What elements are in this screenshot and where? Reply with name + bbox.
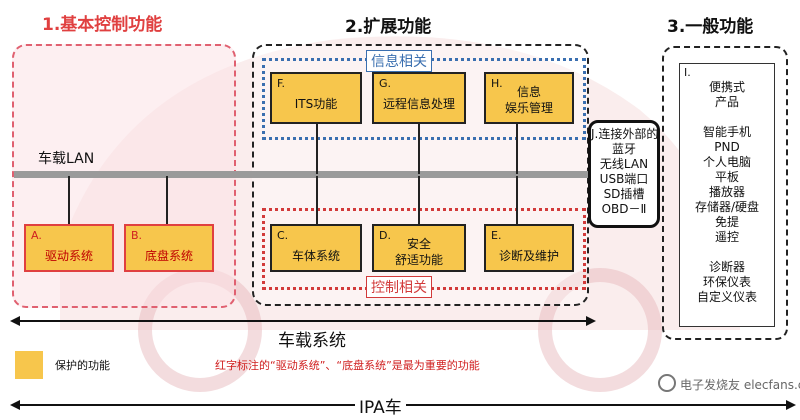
legend-protected-swatch <box>15 351 43 379</box>
general-item: 自定义仪表 <box>696 290 757 304</box>
general-spacer <box>680 245 774 260</box>
vehicle-system-label: 车载系统 <box>278 331 346 351</box>
function-box-g: G. 远程信息处理 <box>372 72 466 124</box>
general-item: 播放器 <box>708 185 745 199</box>
function-letter: E. <box>491 229 502 242</box>
function-box-c: C. 车体系统 <box>270 224 362 272</box>
external-line: J.连接外部的 <box>591 127 659 142</box>
function-box-e: E. 诊断及维护 <box>484 224 574 272</box>
connector-a <box>68 176 70 226</box>
general-letter: I. <box>684 66 691 79</box>
external-connection-lines: J.连接外部的 蓝牙 无线LAN USB端口 SD插槽 OBD－Ⅱ <box>591 123 659 217</box>
general-item: 存储器/硬盘 <box>694 200 760 214</box>
external-line: OBD－Ⅱ <box>601 202 647 216</box>
arrow-head-right-icon <box>586 316 596 326</box>
external-line: USB端口 <box>599 172 649 186</box>
general-functions-list: I. 便携式 产品 智能手机 PND 个人电脑 平板 播放器 存储器/硬盘 免提… <box>679 63 775 327</box>
general-item: 免提 <box>714 215 739 229</box>
external-line: 蓝牙 <box>611 142 636 156</box>
general-item: 遥控 <box>714 230 739 244</box>
function-label: 底盘系统 <box>144 249 193 263</box>
watermark: 电子发烧友 elecfans.com <box>680 378 800 392</box>
ipa-car-label: IPA车 <box>355 393 406 418</box>
section-title-extended: 2.扩展功能 <box>345 17 432 37</box>
function-box-h: H. 信息 娱乐管理 <box>484 72 574 124</box>
function-letter: C. <box>277 229 289 242</box>
general-item: 个人电脑 <box>702 155 751 169</box>
arrow-head-left-icon <box>10 400 20 410</box>
function-label: ITS功能 <box>294 97 338 111</box>
function-label: 信息 娱乐管理 <box>504 85 553 115</box>
section-title-basic: 1.基本控制功能 <box>42 15 163 35</box>
external-line: SD插槽 <box>603 187 645 201</box>
general-item: 诊断器 <box>708 260 745 274</box>
function-letter: B. <box>131 229 143 242</box>
function-letter: D. <box>379 229 391 242</box>
function-box-b: B. 底盘系统 <box>124 224 214 272</box>
function-box-f: F. ITS功能 <box>270 72 362 124</box>
function-label: 诊断及维护 <box>498 249 559 263</box>
external-line: 无线LAN <box>599 157 649 171</box>
connector-c <box>316 176 318 226</box>
function-label: 驱动系统 <box>44 249 93 263</box>
function-letter: G. <box>379 77 392 90</box>
external-connection-box: J.连接外部的 蓝牙 无线LAN USB端口 SD插槽 OBD－Ⅱ <box>588 120 660 228</box>
function-letter: A. <box>31 229 42 242</box>
general-functions-region <box>662 46 788 340</box>
watermark-logo-icon <box>658 374 676 392</box>
general-item: 便携式 <box>708 80 745 94</box>
arrow-head-right-icon <box>786 400 796 410</box>
connector-b <box>166 176 168 226</box>
control-group-label: 控制相关 <box>366 276 432 298</box>
function-box-a: A. 驱动系统 <box>24 224 114 272</box>
arrow-head-left-icon <box>10 316 20 326</box>
legend-protected-label: 保护的功能 <box>55 359 110 372</box>
general-item: 平板 <box>714 170 739 184</box>
section-title-general: 3.一般功能 <box>667 17 754 37</box>
function-label: 安全 舒适功能 <box>394 237 443 267</box>
function-letter: F. <box>277 77 286 90</box>
importance-note: 红字标注的“驱动系统”、“底盘系统”是最为重要的功能 <box>215 359 480 372</box>
external-letter: J. <box>591 127 599 141</box>
general-item: 智能手机 <box>702 125 751 139</box>
connector-h <box>516 122 518 174</box>
connector-d <box>418 176 420 226</box>
function-letter: H. <box>491 77 503 90</box>
function-label: 远程信息处理 <box>382 97 455 111</box>
general-item: 产品 <box>714 95 739 109</box>
general-spacer <box>680 110 774 125</box>
function-box-d: D. 安全 舒适功能 <box>372 224 466 272</box>
connector-f <box>316 122 318 174</box>
connector-g <box>418 122 420 174</box>
external-line-text: 连接外部的 <box>598 127 659 141</box>
lan-label: 车载LAN <box>38 151 95 167</box>
info-group-label: 信息相关 <box>366 50 432 72</box>
connector-e <box>516 176 518 226</box>
general-item: PND <box>714 140 740 154</box>
lan-bus <box>14 171 588 178</box>
function-label: 车体系统 <box>291 249 340 263</box>
vehicle-system-arrow-line <box>18 320 588 322</box>
general-item: 环保仪表 <box>702 275 751 289</box>
